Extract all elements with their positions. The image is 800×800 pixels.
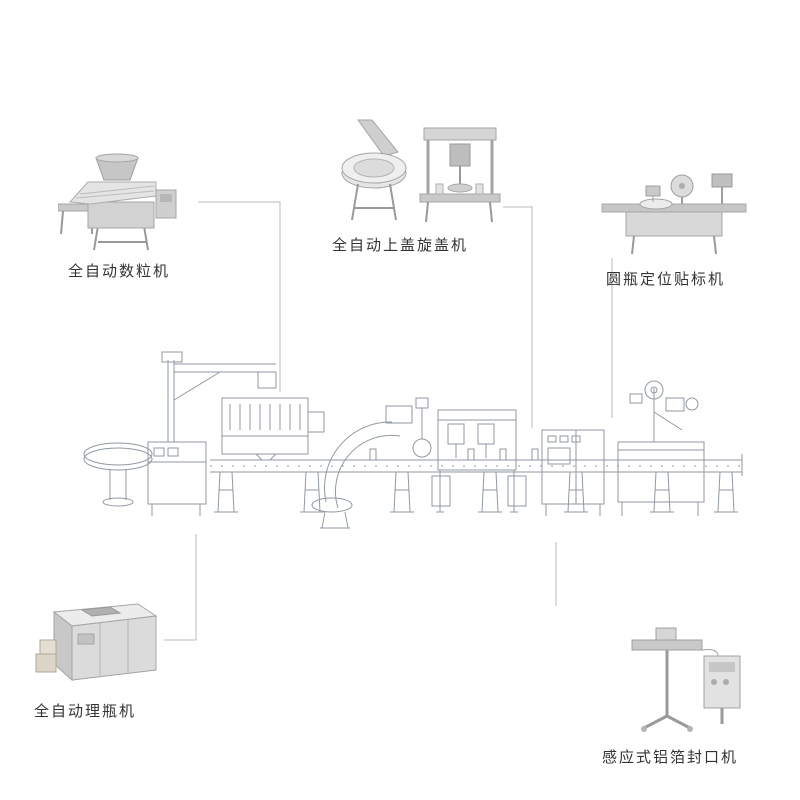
sealing-machine-image bbox=[631, 627, 741, 732]
counting-machine-drawing bbox=[221, 397, 325, 461]
conveyor-legs bbox=[214, 471, 738, 513]
sealing-machine-label: 感应式铝箔封口机 bbox=[602, 749, 739, 766]
counting-machine-image bbox=[58, 153, 177, 251]
production-line-illustration bbox=[83, 351, 743, 529]
unscrambler-machine-label: 全自动理瓶机 bbox=[34, 703, 137, 720]
capping-machine-label: 全自动上盖旋盖机 bbox=[332, 237, 469, 254]
capping-machine-photo bbox=[328, 116, 504, 230]
monoblock-drawing bbox=[431, 409, 527, 513]
unscrambler-machine-photo bbox=[34, 596, 162, 690]
middle-cabinet-drawing bbox=[541, 429, 605, 516]
counting-machine-photo bbox=[58, 146, 198, 254]
production-line-drawing bbox=[70, 350, 750, 540]
labeling-machine-photo bbox=[600, 166, 748, 256]
bottles-drawing bbox=[369, 448, 539, 461]
turntable-drawing bbox=[83, 442, 153, 507]
labeling-machine-label: 圆瓶定位贴标机 bbox=[606, 271, 726, 288]
counting-machine-label: 全自动数粒机 bbox=[68, 263, 171, 280]
left-cabinet-drawing bbox=[147, 441, 207, 516]
sealing-machine-photo bbox=[622, 610, 748, 734]
starwheel-drawing bbox=[412, 397, 432, 458]
unscrambler-machine-image bbox=[35, 603, 158, 682]
labeling-machine-image bbox=[601, 173, 747, 255]
labeler-drawing bbox=[617, 380, 705, 516]
capping-machine-image bbox=[341, 119, 501, 223]
conveyor-drawing bbox=[210, 454, 743, 513]
cap-elevator-drawing bbox=[311, 405, 413, 529]
callout-unscrambler-line bbox=[164, 534, 197, 641]
